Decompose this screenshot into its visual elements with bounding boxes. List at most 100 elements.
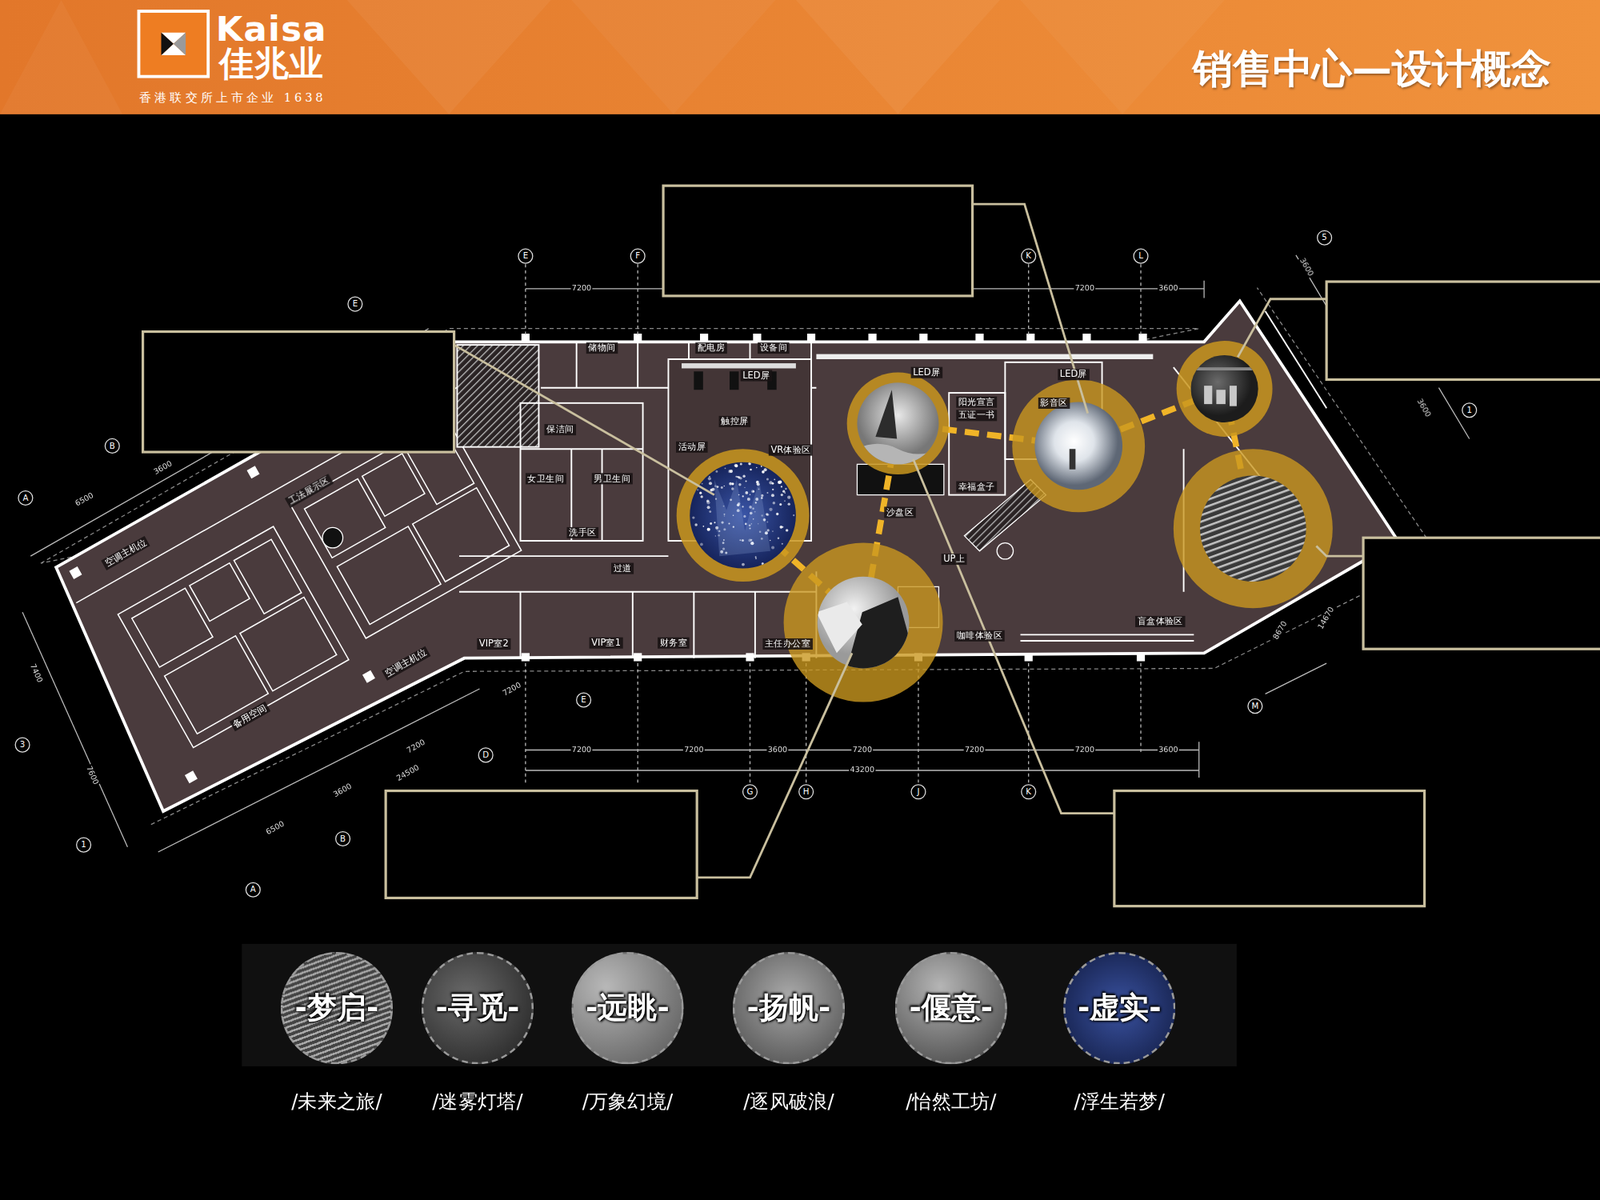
dimension-lines [22, 255, 1470, 852]
dimension-label: 7200 [571, 745, 593, 755]
concept-subtitle: /怡然工坊/ [905, 1088, 996, 1116]
plan-rect [663, 185, 972, 296]
room-label: 过道 [611, 563, 634, 575]
star-dot [708, 481, 712, 485]
star-dot [749, 493, 751, 495]
star-dot [699, 492, 702, 495]
plan-rect [1326, 281, 1600, 380]
star-dot [723, 485, 725, 488]
star-dot [692, 516, 695, 519]
room-label: 五证一书 [956, 409, 997, 421]
star-dot [748, 462, 751, 465]
dimension-label: 24500 [394, 763, 422, 784]
plan-rect [700, 333, 708, 342]
fan-symbol [322, 527, 344, 548]
star-dot [728, 469, 731, 472]
star-dot [761, 470, 765, 474]
dimension-label: 3600 [152, 459, 176, 478]
plan-circle [1200, 475, 1307, 582]
room-label: VR体验区 [768, 444, 813, 456]
dimension-label: 6500 [72, 491, 96, 510]
star-dot [784, 492, 786, 494]
plan-rect [1136, 652, 1145, 661]
room-label: VIP室2 [476, 638, 511, 650]
concept-circle: -远眺-/万象幻境/ [571, 952, 684, 1064]
plan-line [520, 592, 522, 659]
plan-rect [336, 526, 441, 624]
grid-axis-label: L [1132, 248, 1148, 264]
grid-axis-label: E [576, 692, 592, 708]
grid-axis-label: 1 [76, 837, 92, 853]
star-dot [708, 510, 712, 513]
plan-rect [1082, 333, 1091, 342]
plan-rect [919, 333, 928, 342]
plan-line [692, 592, 695, 659]
plan-circle [689, 462, 796, 569]
concept-title: -扬帆- [747, 988, 832, 1029]
plan-rect [693, 371, 703, 390]
plan-line [1020, 633, 1195, 636]
dimension-label: 7200 [500, 680, 524, 700]
plan-line [917, 663, 919, 784]
dimension-label: 7200 [964, 745, 986, 755]
plan-line [459, 555, 668, 557]
plan-polygon [571, 0, 776, 115]
star-dot [745, 480, 748, 482]
plan-polygon [161, 32, 174, 56]
star-dot [769, 540, 771, 541]
star-dot [731, 482, 734, 485]
room-label: 备用空间 [229, 701, 271, 732]
page-title: 销售中心—设计概念 [1192, 41, 1552, 97]
star-dot [780, 493, 784, 496]
plan-polygon [875, 389, 897, 439]
star-dot [760, 465, 763, 468]
star-dot [788, 503, 791, 506]
star-dot [735, 476, 737, 478]
star-dot [776, 512, 779, 516]
plan-circle [784, 543, 944, 703]
plan-rect [362, 453, 425, 516]
plan-rect [520, 403, 644, 541]
star-dot [768, 508, 772, 512]
plan-g [1196, 367, 1253, 406]
dimension-label: 7600 [83, 764, 100, 788]
plan-rect [1229, 385, 1237, 407]
plan-circle [1173, 448, 1333, 608]
plan-line [637, 264, 639, 337]
star-dot [709, 522, 712, 525]
plan-polyline [696, 652, 852, 878]
star-dot [720, 486, 724, 489]
room-label: 盲盒体验区 [1135, 616, 1185, 628]
star-dot [700, 495, 704, 498]
star-dot [740, 462, 743, 465]
plan-rect [1114, 791, 1425, 907]
dimension-label: 7200 [683, 745, 705, 755]
concept-circle: -寻觅-/迷雾灯塔/ [421, 952, 534, 1064]
star-dot [772, 501, 776, 504]
plan-polyline [972, 204, 1088, 413]
plan-line [1140, 264, 1141, 337]
star-dot [766, 492, 768, 494]
plan-rect [1363, 537, 1600, 649]
plan-g [692, 462, 795, 567]
star-dot [738, 483, 741, 486]
plan-line [1265, 663, 1328, 694]
concept-circle: -虚实-/浮生若梦/ [1063, 952, 1176, 1064]
plan-rect [807, 333, 816, 342]
plan-polygon [0, 0, 123, 115]
star-dot [772, 488, 774, 491]
room-label: 触控屏 [719, 416, 752, 428]
star-dot [744, 487, 745, 488]
plan-circle [1176, 340, 1273, 437]
concept-title: -梦启- [295, 988, 380, 1029]
plan-polyline [913, 459, 1115, 814]
plan-rect [0, 0, 1600, 115]
plan-rect [816, 354, 1153, 360]
plan-polygon [173, 32, 186, 56]
grid-axis-label: H [798, 784, 814, 800]
concept-subtitle: /未来之旅/ [291, 1088, 382, 1116]
star-dot [771, 493, 775, 497]
legend-panel [241, 944, 1237, 1067]
dimension-label: 3600 [1414, 396, 1433, 420]
star-dot [707, 528, 711, 532]
